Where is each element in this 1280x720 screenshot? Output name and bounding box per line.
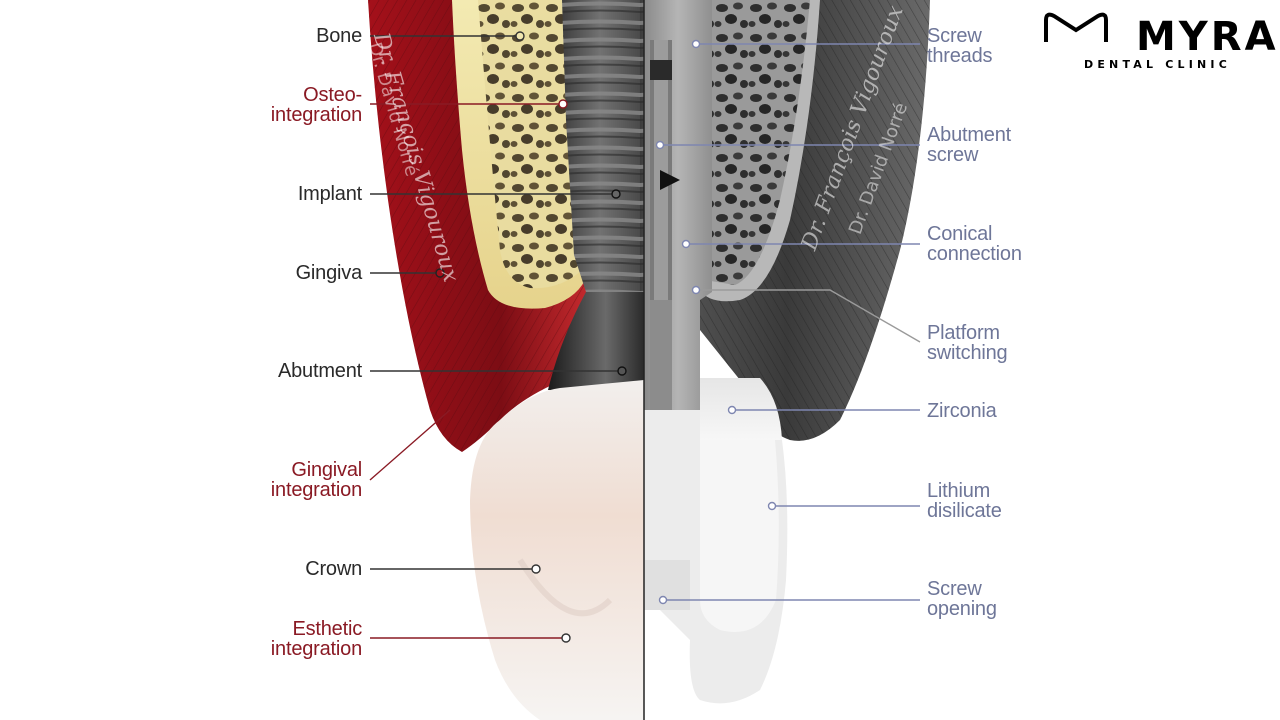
abutment (548, 292, 644, 390)
brand-name: MYRA (1136, 14, 1279, 60)
myra-logo-mark (1044, 12, 1108, 42)
label-gingiva: Gingiva (295, 262, 363, 284)
label-gingival-integration: Gingival integration (270, 459, 362, 501)
brand-subtitle: DENTAL CLINIC (1084, 58, 1231, 71)
label-conical-connection: Conical connection (927, 223, 1022, 265)
implant-body (562, 0, 644, 292)
leader-lines-left (369, 31, 627, 643)
label-osteo-integration: Osteo- integration (270, 84, 362, 126)
label-esthetic-integration: Esthetic integration (270, 618, 362, 660)
label-abutment: Abutment (277, 360, 362, 382)
label-implant: Implant (297, 183, 362, 205)
label-bone: Bone (316, 25, 362, 47)
label-platform-switching: Platform switching (927, 322, 1008, 364)
label-screw-threads: Screw threads (927, 25, 993, 67)
crown-left (470, 380, 644, 720)
label-abutment-screw: Abutment screw (927, 124, 1012, 166)
label-crown: Crown (305, 558, 362, 580)
label-zirconia: Zirconia (927, 400, 997, 422)
zirconia (700, 378, 782, 440)
leader-lines-right (655, 39, 921, 605)
label-screw-opening: Screw opening (927, 578, 997, 620)
brand-logo: MYRA DENTAL CLINIC (1040, 8, 1276, 78)
label-lithium-disilicate: Lithium disilicate (927, 480, 1002, 522)
